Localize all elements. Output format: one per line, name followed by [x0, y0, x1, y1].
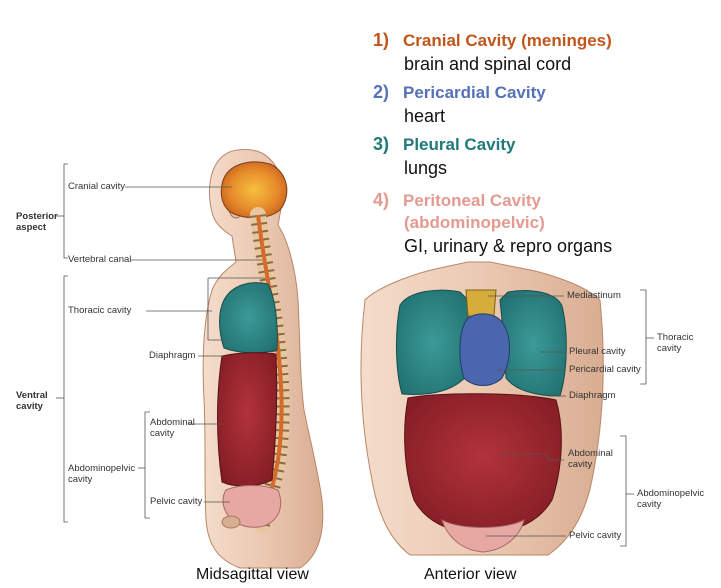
label-posterior-2: aspect: [16, 222, 47, 233]
label-pelvic-cavity: Pelvic cavity: [150, 496, 203, 507]
legend-title: Cranial Cavity (meninges): [403, 31, 612, 50]
legend-number: 1): [373, 30, 390, 50]
label-cranial-cavity: Cranial cavity: [68, 181, 126, 192]
label-diaphragm-anterior: Diaphragm: [569, 390, 616, 401]
label-pelvic-cavity-anterior: Pelvic cavity: [569, 530, 622, 541]
legend-title: Pleural Cavity: [403, 135, 516, 154]
legend-item-peritoneal: 4) Peritoneal Cavity (abdominopelvic) GI,…: [373, 190, 612, 257]
label-abdominal-anterior-1: Abdominal: [568, 448, 613, 459]
label-abdominal-anterior-2: cavity: [568, 459, 593, 470]
label-ventral-1: Ventral: [16, 390, 48, 401]
legend-title: Peritoneal Cavity: [403, 191, 541, 210]
label-abdominopelvic-anterior-1: Abdominopelvic: [637, 488, 705, 499]
legend-title: Pericardial Cavity: [403, 83, 546, 102]
legend-item-pericardial: 2) Pericardial Cavity heart: [373, 82, 546, 127]
legend-item-cranial: 1) Cranial Cavity (meninges) brain and sp…: [373, 30, 612, 75]
label-abdominopelvic-2: cavity: [68, 474, 93, 485]
caption-anterior-view: Anterior view: [424, 566, 517, 583]
label-abdominopelvic-1: Abdominopelvic: [68, 463, 136, 474]
right-leader-lines: [486, 289, 654, 547]
legend-number: 3): [373, 134, 390, 154]
legend-item-pleural: 3) Pleural Cavity lungs: [373, 134, 515, 179]
label-abdominopelvic-anterior-2: cavity: [637, 499, 662, 510]
caption-midsagittal-view: Midsagittal view: [196, 566, 309, 583]
legend-number: 2): [373, 82, 390, 102]
label-vertebral-canal: Vertebral canal: [68, 254, 132, 265]
anterior-torso: [360, 261, 604, 556]
label-thoracic-anterior-1: Thoracic: [657, 332, 694, 343]
label-mediastinum: Mediastinum: [567, 290, 621, 301]
legend-title-line2: (abdominopelvic): [404, 213, 545, 232]
label-thoracic-anterior-2: cavity: [657, 343, 682, 354]
legend-desc: heart: [404, 106, 446, 126]
label-abdominal-2: cavity: [150, 428, 175, 439]
label-ventral-2: cavity: [16, 401, 43, 412]
label-abdominal-1: Abdominal: [150, 417, 195, 428]
midsagittal-body: [202, 149, 324, 569]
label-pericardial-cavity: Pericardial cavity: [569, 364, 641, 375]
label-posterior-1: Posterior: [16, 211, 58, 222]
label-diaphragm: Diaphragm: [149, 350, 196, 361]
legend-desc: brain and spinal cord: [404, 54, 572, 74]
left-leader-lines: [56, 163, 265, 523]
legend-number: 4): [373, 190, 390, 210]
label-pleural-cavity: Pleural cavity: [569, 346, 626, 357]
label-thoracic-cavity: Thoracic cavity: [68, 305, 132, 316]
legend-desc: GI, urinary & repro organs: [404, 236, 613, 256]
legend-desc: lungs: [404, 158, 448, 178]
